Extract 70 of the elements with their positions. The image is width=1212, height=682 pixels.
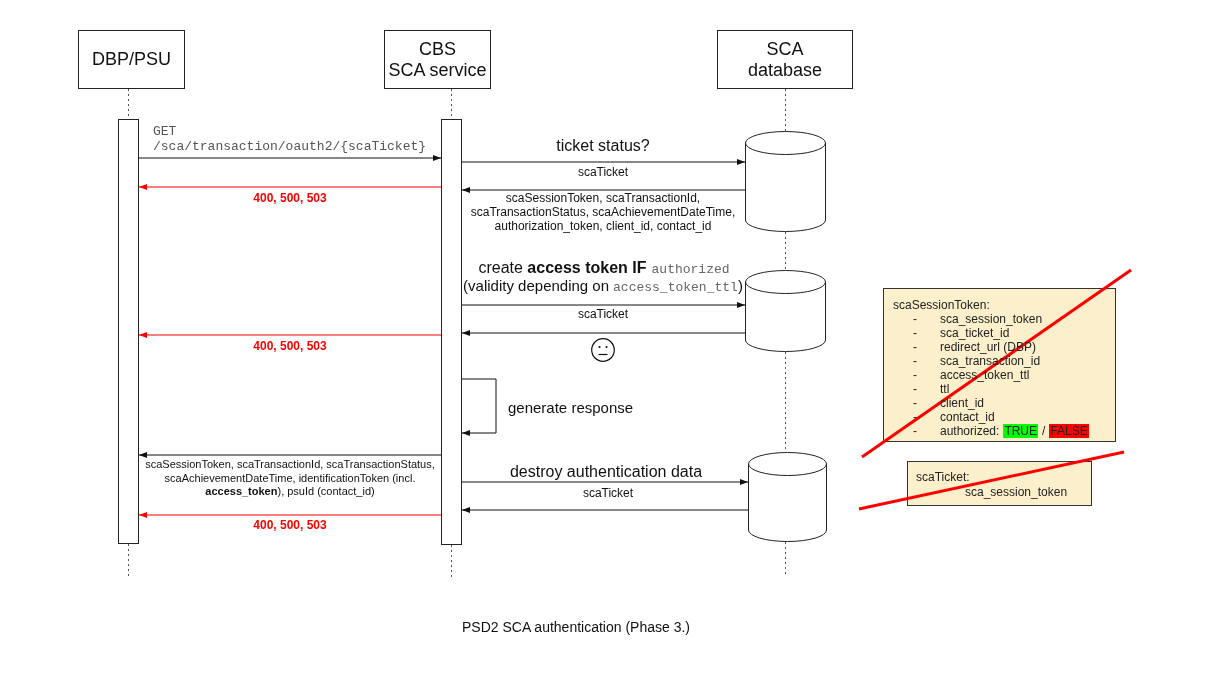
participant-box	[717, 30, 853, 89]
list-dash: -	[913, 326, 918, 340]
payload-label: scaTicket	[576, 165, 630, 179]
error-codes-label: 400, 500, 503	[252, 339, 328, 353]
database-cylinder	[745, 131, 826, 232]
list-dash: -	[913, 368, 918, 382]
step-label: ticket status?	[556, 137, 650, 155]
field-name: sca_ticket_id	[940, 326, 1010, 340]
payload-label: scaTicket	[576, 307, 630, 321]
field-name: contact_id	[940, 410, 995, 424]
field-name: client_id	[940, 396, 985, 410]
variable-name: access_token_ttl	[613, 280, 738, 295]
message-arrow	[461, 159, 746, 165]
message-arrow	[461, 330, 746, 336]
request-label: GET /sca/transaction/oauth2/{scaTicket}	[153, 124, 428, 154]
activation-bar	[118, 119, 139, 544]
participant-name: DBP/PSU	[92, 49, 171, 70]
participant-name: SCA service	[388, 59, 487, 81]
lifeline	[451, 544, 452, 579]
field-name: ttl	[940, 382, 950, 396]
database-cylinder	[748, 452, 827, 542]
error-arrow	[138, 184, 442, 190]
highlighted-value: TRUE	[1003, 424, 1039, 438]
step-label: (validity depending on	[463, 277, 610, 295]
list-dash: -	[913, 424, 918, 438]
error-arrow	[138, 512, 442, 518]
note-heading: scaTicket:	[916, 470, 970, 484]
payload-label: scaTicket	[581, 486, 635, 500]
variable-name: authorized	[651, 262, 730, 277]
step-label: generate response	[508, 399, 635, 417]
participant-box	[78, 30, 185, 89]
list-dash: -	[913, 396, 918, 410]
lifeline	[128, 543, 129, 579]
separator: /	[1042, 424, 1046, 438]
activation-bar	[441, 119, 462, 545]
punctuation-mark: )	[737, 277, 743, 295]
list-dash: -	[913, 340, 918, 354]
lifeline	[785, 231, 786, 271]
field-name: authorized:	[940, 424, 1000, 438]
step-label: create access token IF	[478, 259, 647, 277]
message-arrow	[461, 507, 749, 513]
message-arrow	[461, 479, 749, 485]
list-dash: -	[913, 410, 918, 424]
self-call-arrow	[461, 378, 497, 436]
note-box	[883, 288, 1116, 442]
field-name: sca_session_token	[940, 312, 1043, 326]
note-box	[907, 461, 1092, 506]
field-name: sca_session_token	[965, 485, 1068, 499]
participant-name: CBS	[419, 38, 456, 60]
message-arrow	[461, 302, 746, 308]
diagram-caption: PSD2 SCA authentication (Phase 3.)	[461, 619, 691, 636]
response-fields-label: scaSessionToken, scaTransactionId, scaTransactionStatus, scaAchievementDateTime, authorization_token, client_id, contact_id	[469, 191, 737, 233]
lifeline	[785, 88, 786, 132]
database-cylinder	[745, 270, 826, 352]
message-arrow	[138, 155, 442, 161]
list-dash: -	[913, 382, 918, 396]
response-fields-label: scaSessionToken, scaTransactionId, scaTransactionStatus, scaAchievementDateTime, identificationToken (incl. access_token), psuId (contact_id)	[144, 458, 436, 499]
participant-box	[384, 30, 491, 89]
lifeline	[785, 541, 786, 576]
error-codes-label: 400, 500, 503	[252, 191, 328, 205]
error-arrow	[138, 332, 442, 338]
participant-name: SCA database	[746, 38, 824, 81]
error-codes-label: 400, 500, 503	[252, 518, 328, 532]
message-arrow	[461, 187, 746, 193]
step-label: destroy authentication data	[509, 463, 703, 481]
list-dash: -	[913, 354, 918, 368]
message-arrow	[138, 452, 442, 458]
list-dash: -	[913, 312, 918, 326]
note-heading: scaSessionToken:	[893, 298, 990, 312]
highlighted-value: FALSE	[1049, 424, 1089, 438]
